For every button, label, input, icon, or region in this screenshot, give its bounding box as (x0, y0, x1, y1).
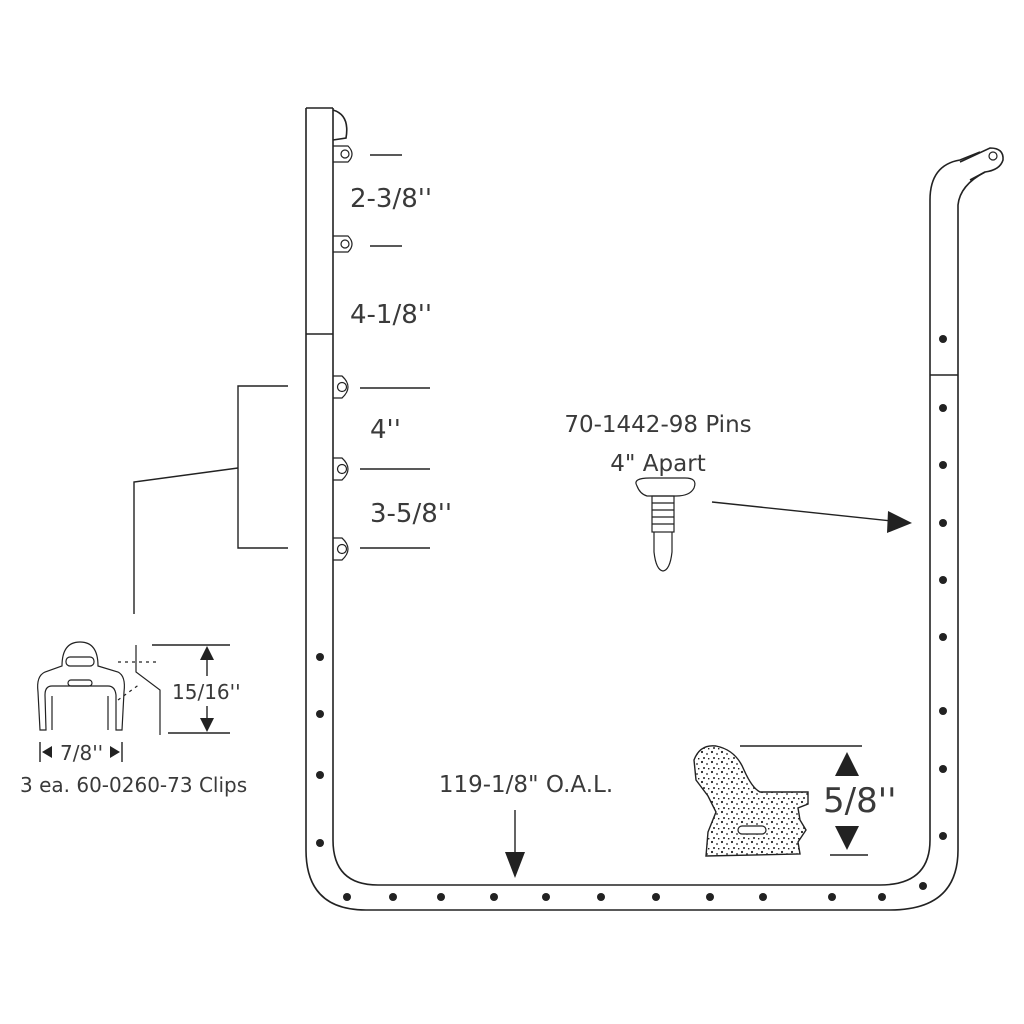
mounting-hole-dot (939, 707, 947, 715)
eyelet-tabs (333, 145, 353, 253)
mounting-hole-dot (706, 893, 714, 901)
mounting-hole-dot (759, 893, 767, 901)
mounting-hole-dot (828, 893, 836, 901)
clip-width-dimension (39, 742, 123, 762)
clip-bump (333, 457, 349, 481)
clip-bump (333, 537, 349, 561)
mounting-hole-dot (542, 893, 550, 901)
eyelet-tab (333, 235, 353, 253)
mounting-hole-dot (939, 519, 947, 527)
mounting-hole-dot (939, 765, 947, 773)
mounting-hole-dot (490, 893, 498, 901)
dimension-label-4: 4'' (370, 415, 401, 445)
mounting-hole-dot (939, 633, 947, 641)
mounting-hole-dot (939, 576, 947, 584)
clips-label: 3 ea. 60-0260-73 Clips (20, 773, 247, 797)
clip-front-view (37, 641, 125, 731)
mounting-holes (316, 335, 947, 901)
clip-bump (333, 375, 349, 399)
mounting-hole-dot (939, 335, 947, 343)
mounting-hole-dot (389, 893, 397, 901)
clip-height-dimension (152, 644, 230, 734)
mounting-hole-dot (939, 832, 947, 840)
mounting-hole-dot (316, 653, 324, 661)
dimension-label-3-5-8: 3-5/8'' (370, 499, 452, 529)
clip-side-view (117, 645, 161, 735)
mounting-hole-dot (343, 893, 351, 901)
profile-height-dimension (740, 745, 868, 856)
oal-arrow (505, 810, 525, 878)
mounting-hole-dot (437, 893, 445, 901)
pins-spacing-label: 4" Apart (610, 451, 705, 477)
mounting-hole-dot (652, 893, 660, 901)
profile-cross-section (693, 745, 809, 857)
clip-width-label: 7/8'' (60, 741, 103, 765)
overall-length-label: 119-1/8" O.A.L. (439, 772, 613, 798)
clip-height-label: 15/16'' (172, 680, 241, 704)
dimension-ticks (360, 154, 430, 549)
mounting-hole-dot (878, 893, 886, 901)
weatherstrip-outline (305, 107, 1004, 911)
profile-height-label: 5/8'' (823, 781, 896, 821)
mounting-hole-dot (939, 404, 947, 412)
dimension-label-2-3-8: 2-3/8'' (350, 184, 432, 214)
mounting-hole-dot (316, 710, 324, 718)
pins-label: 70-1442-98 Pins (564, 412, 751, 438)
dimension-label-4-1-8: 4-1/8'' (350, 300, 432, 330)
mounting-hole-dot (597, 893, 605, 901)
mounting-hole-dot (939, 461, 947, 469)
mounting-hole-dot (316, 771, 324, 779)
pin-arrow (711, 501, 912, 533)
eyelet-tab (333, 145, 353, 163)
clip-leader-bracket (133, 385, 288, 614)
mounting-hole-dot (316, 839, 324, 847)
mounting-hole-dot (919, 882, 927, 890)
clip-bumps (333, 375, 349, 561)
pin-icon (635, 477, 696, 572)
